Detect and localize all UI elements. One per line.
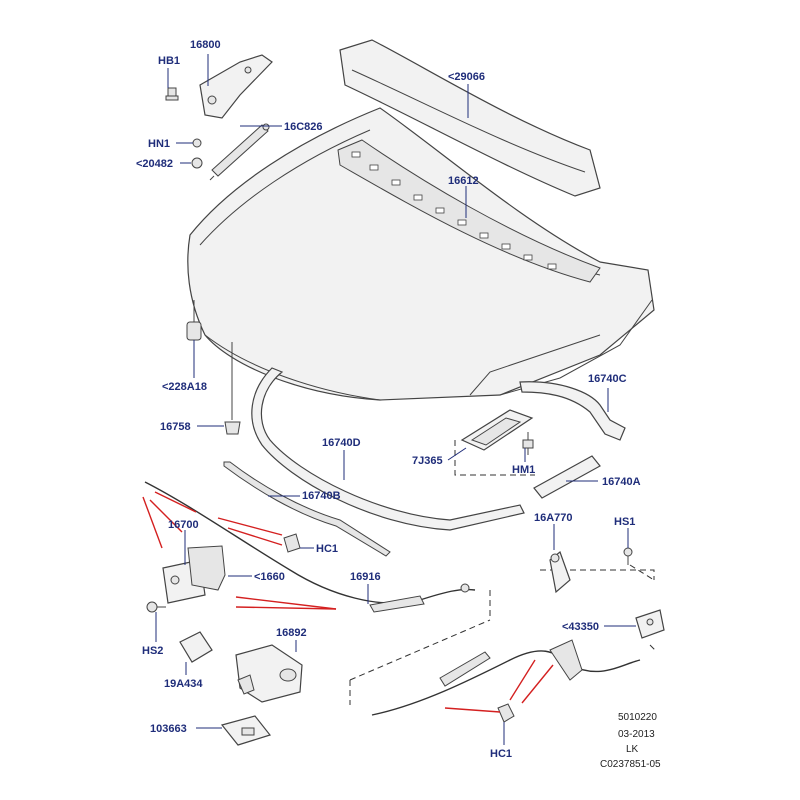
buffer <box>224 342 241 435</box>
label-hn1: HN1 <box>148 138 170 150</box>
clip-hc1-top <box>283 533 301 553</box>
hood-hinge <box>165 54 273 119</box>
label-16612: 16612 <box>448 175 479 187</box>
bolt-hs1 <box>623 547 633 565</box>
seal-16740b <box>223 461 391 557</box>
clip-20482 <box>191 157 203 169</box>
release-cable-lower <box>371 639 641 716</box>
hood-panel <box>187 107 655 401</box>
reference-block: 5010220 03-2013 LK C0237851-05 <box>600 712 661 770</box>
label-16740b: 16740B <box>302 490 341 502</box>
leader-lines <box>155 54 636 745</box>
label-hc1-top: HC1 <box>316 543 338 555</box>
label-16700: 16700 <box>168 519 199 531</box>
label-16740a: 16740A <box>602 476 641 488</box>
reference-number: 5010220 <box>618 712 657 723</box>
grip-16740a <box>533 455 601 499</box>
bolt-hs2 <box>146 601 166 613</box>
clip-hc1-bottom <box>497 703 515 723</box>
plate-103663 <box>220 715 272 746</box>
label-16892: 16892 <box>276 627 307 639</box>
label-hm1: HM1 <box>512 464 535 476</box>
striker-plate <box>235 644 303 703</box>
label-16740c: 16740C <box>588 373 627 385</box>
label-43350: <43350 <box>562 621 599 633</box>
hood-inner-frame <box>337 139 601 283</box>
lock-43350 <box>635 609 665 639</box>
lever-16a770 <box>549 551 571 594</box>
seal-16740d <box>251 367 525 531</box>
bracket-19a434 <box>179 631 213 663</box>
latch-16700 <box>162 545 226 604</box>
release-cable <box>144 481 476 613</box>
label-16c826: 16C826 <box>284 121 323 133</box>
handle-7j365 <box>460 409 534 451</box>
label-16916: 16916 <box>350 571 381 583</box>
cowl-seal-strip <box>339 39 601 197</box>
label-hb1: HB1 <box>158 55 180 67</box>
label-228a18: <228A18 <box>162 381 207 393</box>
label-29066: <29066 <box>448 71 485 83</box>
seal-16740c <box>519 381 626 441</box>
label-1660: <1660 <box>254 571 285 583</box>
label-hs2: HS2 <box>142 645 163 657</box>
label-hs1: HS1 <box>614 516 635 528</box>
label-20482: <20482 <box>136 158 173 170</box>
label-19a434: 19A434 <box>164 678 203 690</box>
callout-labels: HB1 16800 16C826 HN1 <20482 <29066 16612… <box>136 39 641 760</box>
label-hc1-bottom: HC1 <box>490 748 512 760</box>
reference-date: 03-2013 <box>618 729 655 740</box>
label-16a770: 16A770 <box>534 512 573 524</box>
label-7j365: 7J365 <box>412 455 443 467</box>
highlight-arrows <box>142 491 554 713</box>
label-16800: 16800 <box>190 39 221 51</box>
nut-hm1 <box>522 432 534 455</box>
washer-hn1 <box>192 138 202 148</box>
label-16740d: 16740D <box>322 437 361 449</box>
label-103663: 103663 <box>150 723 187 735</box>
reference-code: LK <box>626 744 639 755</box>
reference-drawing-id: C0237851-05 <box>600 759 661 770</box>
label-16758: 16758 <box>160 421 191 433</box>
